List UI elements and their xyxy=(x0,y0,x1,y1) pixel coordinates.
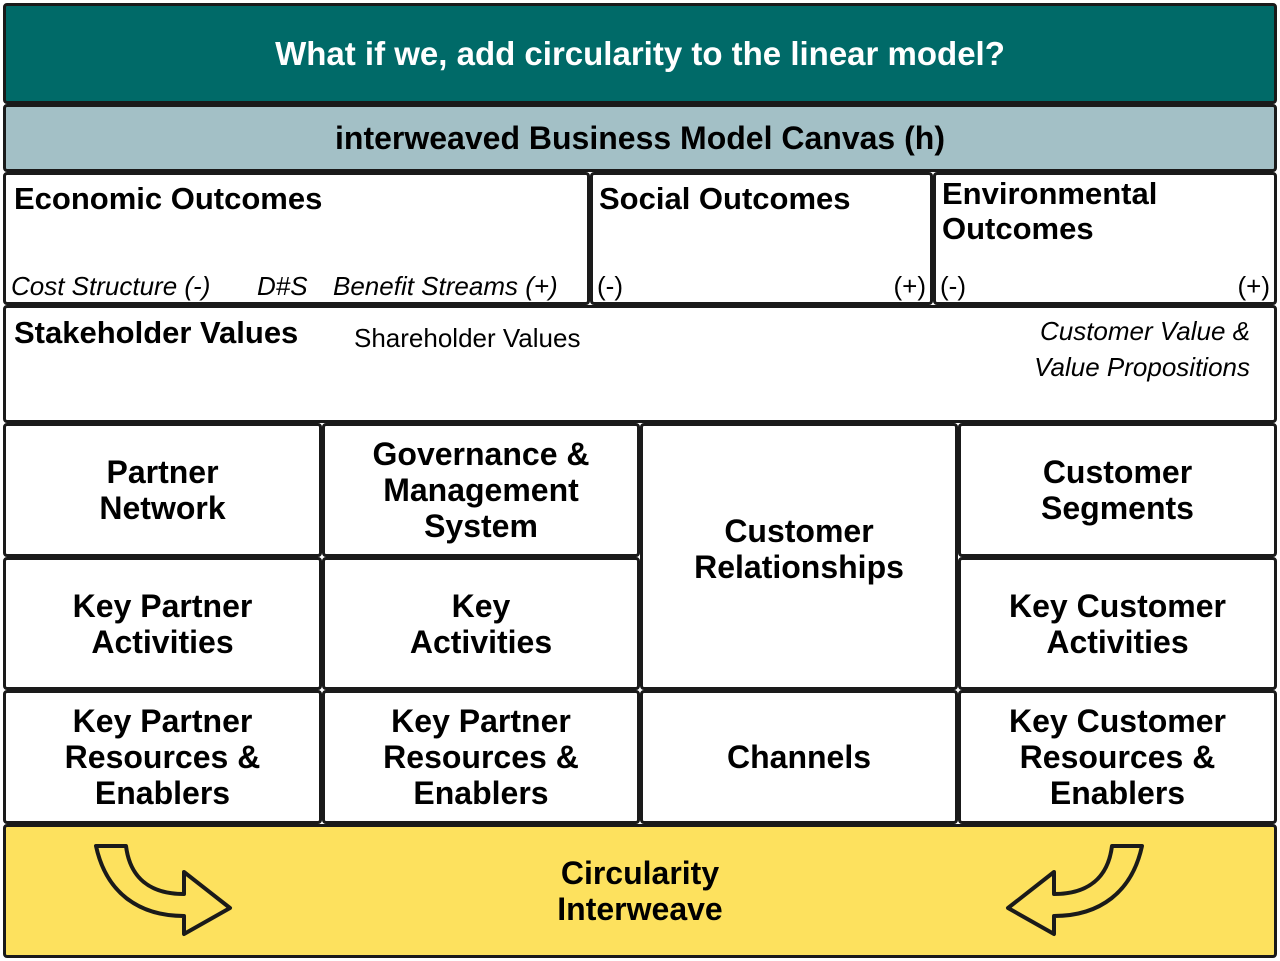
environmental-minus-label: (-) xyxy=(940,271,966,301)
environmental-outcomes-label: Environmental Outcomes xyxy=(942,176,1158,246)
economic-outcomes-label: Economic Outcomes xyxy=(14,181,323,216)
circularity-interweave-box: Circularity Interweave xyxy=(3,824,1277,958)
social-outcomes-box: Social Outcomes (-) (+) xyxy=(590,172,933,305)
customer-value-label: Customer Value & Value Propositions xyxy=(1034,316,1250,382)
social-plus-label: (+) xyxy=(893,271,927,301)
stakeholder-values-label: Stakeholder Values xyxy=(14,315,299,350)
economic-outcomes-box: Economic Outcomes Cost Structure (-) D#S… xyxy=(3,172,590,305)
curved-arrow-left-icon xyxy=(1006,844,1144,936)
canvas-subtitle: interweaved Business Model Canvas (h) xyxy=(3,104,1277,172)
cost-structure-label: Cost Structure (-) xyxy=(11,271,211,301)
channels-cell: Channels xyxy=(640,690,958,824)
social-minus-label: (-) xyxy=(597,271,623,301)
stakeholder-values-box: Stakeholder Values Shareholder Values Cu… xyxy=(3,305,1277,423)
canvas-title: What if we, add circularity to the linea… xyxy=(3,3,1277,104)
curved-arrow-right-icon xyxy=(94,844,232,936)
dns-label: D#S xyxy=(257,271,308,301)
environmental-outcomes-box: Environmental Outcomes (-) (+) xyxy=(933,172,1277,305)
environmental-plus-label: (+) xyxy=(1237,271,1271,301)
benefit-streams-label: Benefit Streams (+) xyxy=(333,271,558,301)
shareholder-values-label: Shareholder Values xyxy=(354,323,581,353)
social-outcomes-label: Social Outcomes xyxy=(599,181,851,216)
circularity-interweave-label: Circularity Interweave xyxy=(557,855,723,927)
